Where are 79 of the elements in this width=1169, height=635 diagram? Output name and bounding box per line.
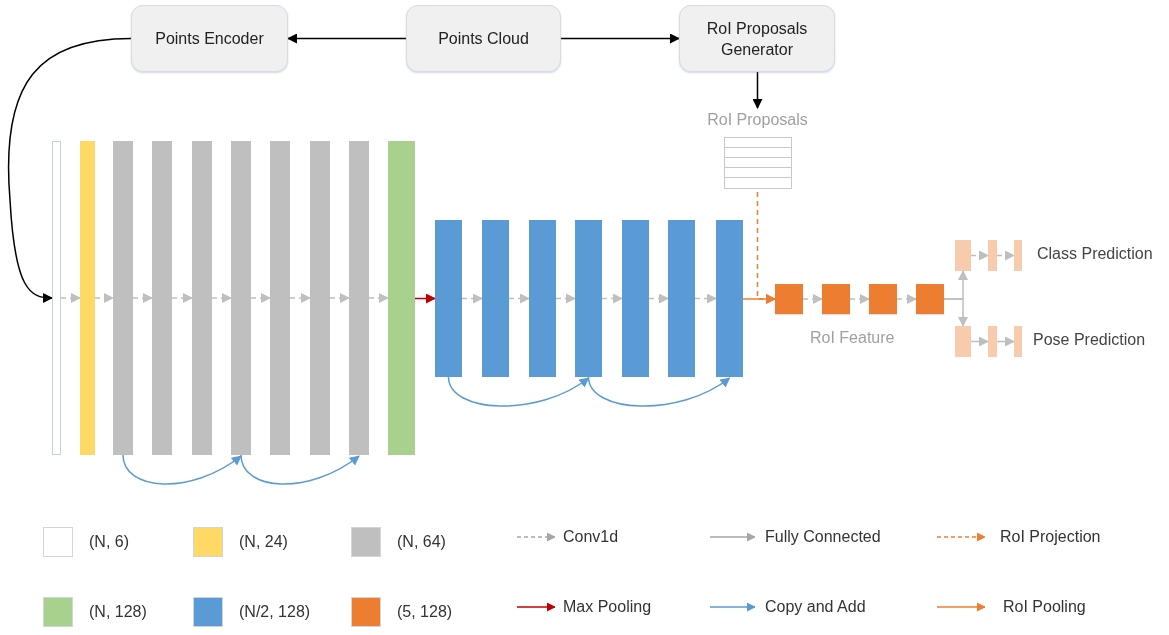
- arrow: [849, 294, 870, 304]
- layer-bar: [575, 220, 602, 377]
- arrow: [943, 298, 968, 327]
- arrow: [461, 293, 483, 304]
- arrow: [560, 33, 680, 44]
- legend-text: Fully Connected: [765, 527, 881, 547]
- layer-bar: [482, 220, 509, 377]
- legend-text: RoI Pooling: [1003, 597, 1086, 617]
- text-label: Class Prediction: [1037, 244, 1153, 264]
- legend-text: Conv1d: [563, 527, 619, 547]
- arrow: [970, 336, 989, 347]
- process-box: Points Cloud: [406, 5, 561, 72]
- feature-block: [775, 284, 803, 314]
- layer-bar: [955, 240, 971, 271]
- layer-bar: [435, 220, 462, 377]
- arrow: [996, 336, 1015, 347]
- arrow: [250, 293, 271, 303]
- legend-text: (N, 128): [89, 602, 147, 622]
- curved-arrow: [7, 37, 132, 303]
- arrow: [60, 293, 81, 303]
- arrow: [555, 293, 576, 304]
- curved-arrow: [447, 376, 590, 407]
- arrow: [752, 71, 763, 109]
- layer-bar: [192, 141, 212, 455]
- arrow: [756, 191, 776, 304]
- text-label: RoI Feature: [810, 328, 895, 348]
- arrow: [508, 293, 530, 304]
- arrow: [601, 293, 623, 304]
- legend-text: (N/2, 128): [239, 602, 311, 622]
- curved-arrow: [240, 454, 360, 485]
- legend-text: Copy and Add: [765, 597, 866, 617]
- arrow: [94, 293, 114, 303]
- curved-arrow: [122, 454, 242, 485]
- layer-bar: [1014, 326, 1022, 357]
- layer-bar: [622, 220, 649, 377]
- layer-bar: [716, 220, 743, 377]
- layer-bar: [1014, 240, 1022, 271]
- feature-block: [822, 284, 850, 314]
- layer-bar: [988, 326, 997, 357]
- legend-text: (N, 24): [239, 532, 288, 552]
- layer-bar: [152, 141, 172, 455]
- arrow: [414, 293, 436, 304]
- feature-block: [916, 284, 944, 314]
- layer-bar: [955, 326, 971, 357]
- arrow: [289, 293, 311, 303]
- layer-bar: [231, 141, 251, 455]
- layer-bar: [270, 141, 290, 455]
- table-title: RoI Proposals: [707, 110, 808, 130]
- legend-text: (N, 6): [89, 532, 129, 552]
- curved-arrow: [587, 376, 731, 407]
- arrow: [368, 293, 389, 303]
- legend-text: RoI Projection: [1000, 527, 1101, 547]
- arrow: [287, 33, 407, 44]
- layer-bar: [113, 141, 133, 455]
- arrow: [970, 250, 989, 261]
- layer-bar: [52, 141, 61, 455]
- arrow: [896, 294, 917, 304]
- arrow: [171, 293, 193, 303]
- layer-bar: [988, 240, 997, 271]
- layer-bar: [310, 141, 330, 455]
- layer-bar: [349, 141, 369, 455]
- feature-block: [869, 284, 897, 314]
- legend-text: (N, 64): [397, 532, 446, 552]
- text-label: Pose Prediction: [1033, 330, 1146, 350]
- layer-bar: [529, 220, 556, 377]
- arrow: [211, 293, 232, 303]
- arrow: [694, 293, 717, 304]
- legend-text: (5, 128): [397, 602, 453, 622]
- arrow: [329, 293, 350, 303]
- layer-bar: [388, 141, 415, 455]
- process-box: RoI Proposals Generator: [679, 5, 835, 72]
- arrow: [996, 250, 1015, 261]
- arrow: [802, 294, 823, 304]
- legend-text: Max Pooling: [563, 597, 652, 617]
- arrow: [648, 293, 669, 304]
- arrow: [132, 293, 153, 303]
- layer-bar: [668, 220, 695, 377]
- layer-bar: [80, 141, 95, 455]
- process-box: Points Encoder: [131, 5, 288, 72]
